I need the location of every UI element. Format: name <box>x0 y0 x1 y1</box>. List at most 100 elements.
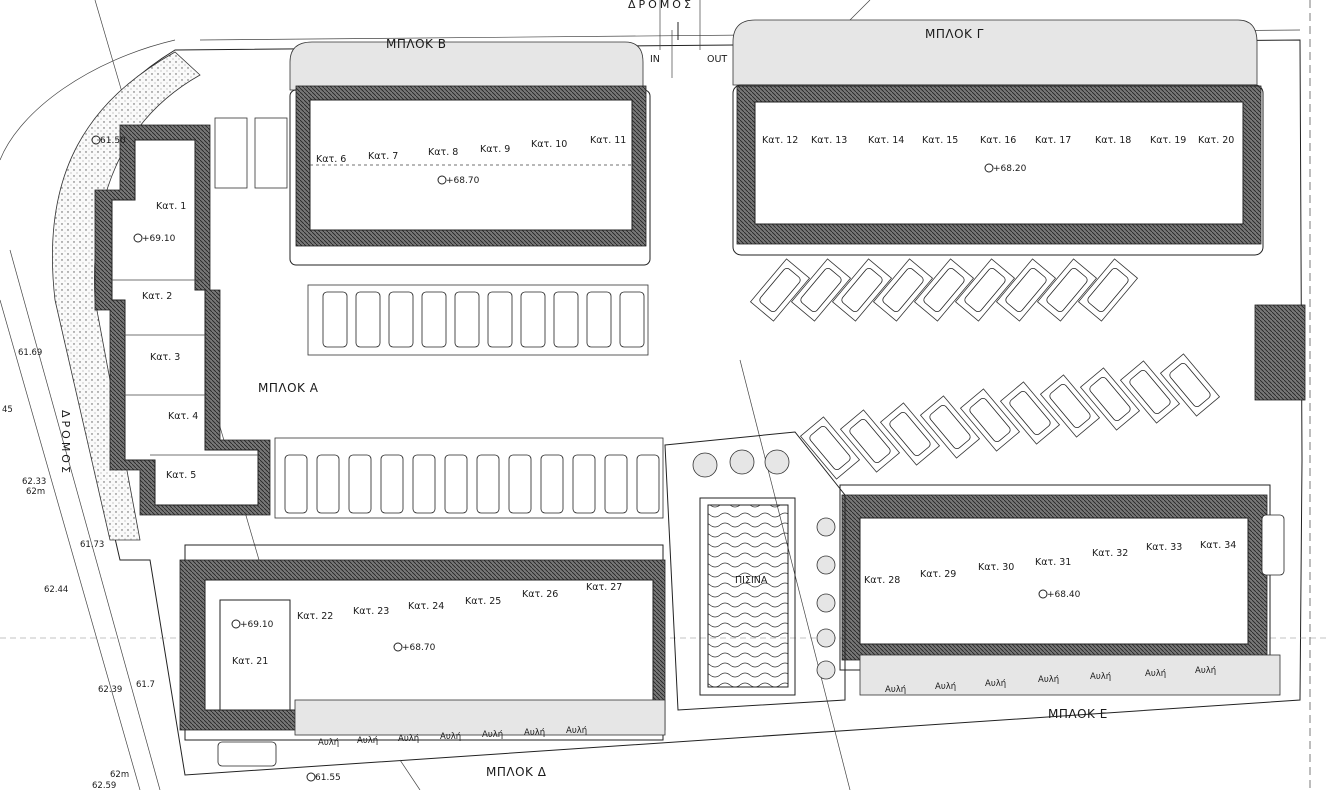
yard-label-1: Αυλή <box>357 736 378 746</box>
unit-label-e-28: Κατ. 28 <box>864 575 900 586</box>
parking-bay <box>421 291 447 348</box>
block-b <box>289 41 651 266</box>
parking-bay <box>619 291 645 348</box>
parking-bay <box>749 258 811 322</box>
unit-label-b-9: Κατ. 9 <box>480 144 510 155</box>
parking-bay <box>995 258 1057 322</box>
unit-label-e-29: Κατ. 29 <box>920 569 956 580</box>
yard-label-2: Αυλή <box>398 734 419 744</box>
unit-label-b-6: Κατ. 6 <box>316 154 346 165</box>
unit-label-g-19: Κατ. 19 <box>1150 135 1186 146</box>
elevation-b: +68.70 <box>446 176 480 186</box>
parking-bay <box>476 454 500 514</box>
elevation-d_corner: +69.10 <box>240 620 274 630</box>
side-level-7: 61.7 <box>136 680 155 690</box>
parking-bay <box>284 454 308 514</box>
yard-label-0: Αυλή <box>318 738 339 748</box>
unit-label-d-27: Κατ. 27 <box>586 582 622 593</box>
block-g-label: ΜΠΛΟΚ Γ <box>925 27 984 41</box>
yard-label-8: Αυλή <box>935 682 956 692</box>
side-level-6: 62.39 <box>98 685 122 695</box>
parking-bay <box>839 409 901 473</box>
parking-bay <box>959 388 1021 452</box>
unit-label-d-25: Κατ. 25 <box>465 596 501 607</box>
block-b-label: ΜΠΛΟΚ Β <box>386 37 446 51</box>
parking-bay <box>1039 374 1101 438</box>
unit-label-g-12: Κατ. 12 <box>762 135 798 146</box>
unit-label-g-14: Κατ. 14 <box>868 135 904 146</box>
parking-bay <box>1079 367 1141 431</box>
unit-label-d-21: Κατ. 21 <box>232 656 268 667</box>
unit-label-g-17: Κατ. 17 <box>1035 135 1071 146</box>
parking-bay <box>799 416 861 480</box>
parking-bay <box>1261 514 1285 576</box>
parking-bay <box>322 291 348 348</box>
parking-bay <box>831 258 893 322</box>
unit-label-e-31: Κατ. 31 <box>1035 557 1071 568</box>
yard-label-3: Αυλή <box>440 732 461 742</box>
yard-label-9: Αυλή <box>985 679 1006 689</box>
side-level-8: 62m <box>110 770 129 780</box>
parking-bay <box>444 454 468 514</box>
unit-label-e-30: Κατ. 30 <box>978 562 1014 573</box>
unit-label-b-8: Κατ. 8 <box>428 147 458 158</box>
block-e-label: ΜΠΛΟΚ Ε <box>1048 707 1108 721</box>
yard-label-12: Αυλή <box>1145 669 1166 679</box>
entrance-gate: IN OUT <box>650 22 727 78</box>
yard-label-6: Αυλή <box>566 726 587 736</box>
parking-bay <box>1077 258 1139 322</box>
unit-label-b-10: Κατ. 10 <box>531 139 567 150</box>
elevation-bottom: 61.55 <box>315 773 341 783</box>
side-level-0: 61.69 <box>18 348 42 358</box>
block-d-label: ΜΠΛΟΚ Δ <box>486 765 547 779</box>
unit-label-a-2: Κατ. 2 <box>142 291 172 302</box>
unit-label-b-11: Κατ. 11 <box>590 135 626 146</box>
side-level-4: 61.73 <box>80 540 104 550</box>
parking-bay <box>540 454 564 514</box>
unit-label-g-18: Κατ. 18 <box>1095 135 1131 146</box>
parking-bay <box>1036 258 1098 322</box>
parking-bay <box>487 291 513 348</box>
elevation-nw_corner: 61.50 <box>100 136 126 146</box>
yard-label-10: Αυλή <box>1038 675 1059 685</box>
elevation-d: +68.70 <box>402 643 436 653</box>
parking-bay <box>520 291 546 348</box>
unit-label-g-13: Κατ. 13 <box>811 135 847 146</box>
elevation-g: +68.20 <box>993 164 1027 174</box>
parking-bay <box>1159 353 1221 417</box>
gate-in-label: IN <box>650 54 660 65</box>
yard-label-11: Αυλή <box>1090 672 1111 682</box>
parking-bay <box>553 291 579 348</box>
parking-bay <box>380 454 404 514</box>
parking-bay <box>790 258 852 322</box>
elevation-a: +69.10 <box>142 234 176 244</box>
elevation-e: +68.40 <box>1047 590 1081 600</box>
parking-bay <box>919 395 981 459</box>
parking-bay <box>508 454 532 514</box>
parking-bay <box>454 291 480 348</box>
side-level-3: 62m <box>26 487 45 497</box>
yard-label-4: Αυλή <box>482 730 503 740</box>
unit-label-g-20: Κατ. 20 <box>1198 135 1234 146</box>
gate-out-label: OUT <box>707 54 727 65</box>
side-level-1: 45 <box>2 405 13 415</box>
unit-label-a-4: Κατ. 4 <box>168 411 198 422</box>
pool-label: ΠΙΣΙΝΑ <box>735 575 768 586</box>
parking-bay <box>217 741 277 767</box>
side-level-5: 62.44 <box>44 585 68 595</box>
left-road-label: ΔΡΟΜΟΣ <box>59 410 72 476</box>
parking-bay <box>586 291 612 348</box>
yard-label-7: Αυλή <box>885 685 906 695</box>
unit-label-e-33: Κατ. 33 <box>1146 542 1182 553</box>
parking-bay <box>348 454 372 514</box>
block-e <box>839 304 1306 696</box>
unit-label-d-23: Κατ. 23 <box>353 606 389 617</box>
unit-label-d-24: Κατ. 24 <box>408 601 444 612</box>
pool-area <box>664 431 846 711</box>
unit-label-d-26: Κατ. 26 <box>522 589 558 600</box>
parking-bay <box>999 381 1061 445</box>
